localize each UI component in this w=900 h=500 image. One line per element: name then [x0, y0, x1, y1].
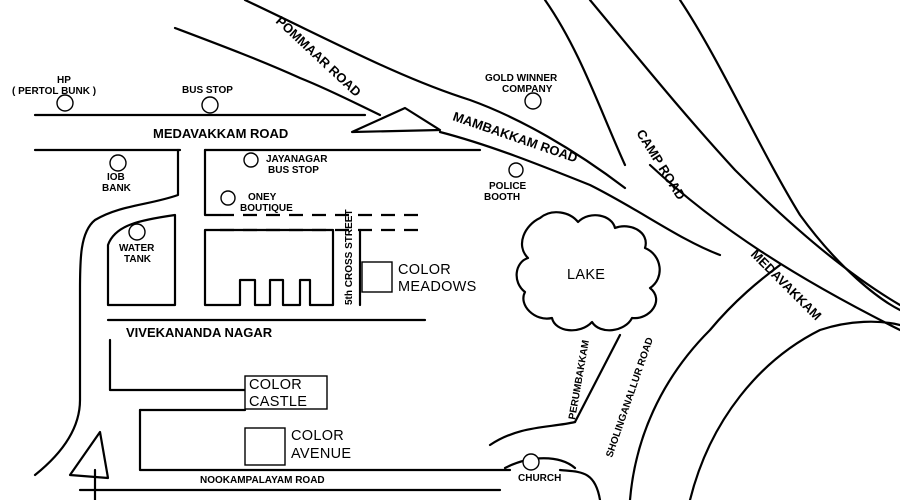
- traffic-island: [350, 106, 442, 134]
- lower-left-block: [138, 408, 512, 472]
- left-road-outer-edge: [33, 148, 180, 477]
- sholinganallur-road-label: SHOLINGANALLUR ROAD: [604, 336, 655, 459]
- bus-stop-label: BUS STOP: [182, 85, 233, 96]
- color-meadows-label-line2[interactable]: MEADOWS: [398, 279, 477, 295]
- color-meadows-label-line1[interactable]: COLOR: [398, 262, 451, 278]
- left-road-inner-edge: [203, 148, 222, 217]
- jayanagar-bus-stop-marker[interactable]: [243, 152, 259, 168]
- lake-outline: [515, 211, 661, 332]
- police-booth-marker[interactable]: [508, 162, 524, 178]
- central-block: [203, 228, 335, 307]
- oney-label-line2: BOUTIQUE: [240, 203, 293, 214]
- mambakkam-road-lower-edge: [438, 130, 722, 257]
- gold-winner-company-marker[interactable]: [524, 92, 542, 110]
- color-castle-label-line2[interactable]: CASTLE: [249, 394, 307, 410]
- perumbakkam-label: PERUMBAKKAM: [567, 339, 592, 420]
- sholinganallur-road-right: [628, 263, 782, 500]
- hp-petrol-bunk-marker[interactable]: [56, 94, 74, 112]
- jayanagar-label-line1: JAYANAGAR: [266, 154, 328, 165]
- color-meadows-building[interactable]: [361, 261, 393, 293]
- jayanagar-label-line2: BUS STOP: [268, 165, 319, 176]
- iob-label-line2: BANK: [102, 183, 132, 194]
- color-avenue-label-line1[interactable]: COLOR: [291, 428, 344, 444]
- sholinganallur-road-far: [688, 320, 900, 500]
- water-tank-block: [106, 213, 177, 307]
- bus-stop-marker[interactable]: [201, 96, 219, 114]
- fifth-cross-street-label: 5th CROSS STREET: [344, 209, 355, 305]
- nookampalayam-road-label: NOOKAMPALAYAM ROAD: [200, 475, 325, 486]
- color-castle-label-line1[interactable]: COLOR: [249, 377, 302, 393]
- gold-winner-label-line1: GOLD WINNER: [485, 73, 558, 84]
- church-road-curve: [503, 457, 577, 470]
- color-castle-building[interactable]: [244, 375, 328, 410]
- police-label-line2: BOOTH: [484, 192, 520, 203]
- hp-label-line2: ( PERTOL BUNK ): [12, 86, 96, 97]
- camp-road-left-edge: [543, 0, 627, 167]
- water-tank-label-line2: TANK: [124, 254, 152, 265]
- medavakkam-road-label: MEDAVAKKAM ROAD: [153, 126, 288, 141]
- water-tank-marker[interactable]: [128, 223, 146, 241]
- bottom-left-triangle: [68, 430, 110, 480]
- vivekananda-nagar-label: VIVEKANANDA NAGAR: [126, 325, 273, 340]
- water-tank-label-line1: WATER: [119, 243, 155, 254]
- color-avenue-building[interactable]: [244, 427, 286, 466]
- oney-label-line1: ONEY: [248, 192, 277, 203]
- sholinganallur-road-left: [558, 468, 602, 500]
- gold-winner-label-line2: COMPANY: [502, 84, 553, 95]
- perumbakkam-road-edge: [573, 333, 622, 424]
- camp-road-right-edge: [588, 0, 900, 307]
- church-label: CHURCH: [518, 473, 561, 484]
- hp-label-line1: HP: [57, 75, 71, 86]
- iob-bank-marker[interactable]: [109, 154, 127, 172]
- color-avenue-label-line2[interactable]: AVENUE: [291, 446, 351, 462]
- pommaar-road-lower-edge: [173, 26, 382, 117]
- police-label-line1: POLICE: [489, 181, 527, 192]
- camp-road-label: CAMP ROAD: [633, 127, 688, 203]
- vivekananda-nagar-lower-line: [108, 338, 250, 392]
- medavakkam-road-edge: [648, 163, 900, 332]
- oney-boutique-marker[interactable]: [220, 190, 236, 206]
- outer-road-arc: [678, 0, 900, 312]
- pommaar-road-upper-edge: [243, 0, 627, 190]
- church-marker[interactable]: [522, 453, 540, 471]
- lake-label: LAKE: [567, 267, 605, 283]
- medavakkam-label: MEDAVAKKAM: [748, 247, 825, 324]
- perumbakkam-road-curve: [488, 420, 577, 447]
- iob-label-line1: IOB: [107, 172, 125, 183]
